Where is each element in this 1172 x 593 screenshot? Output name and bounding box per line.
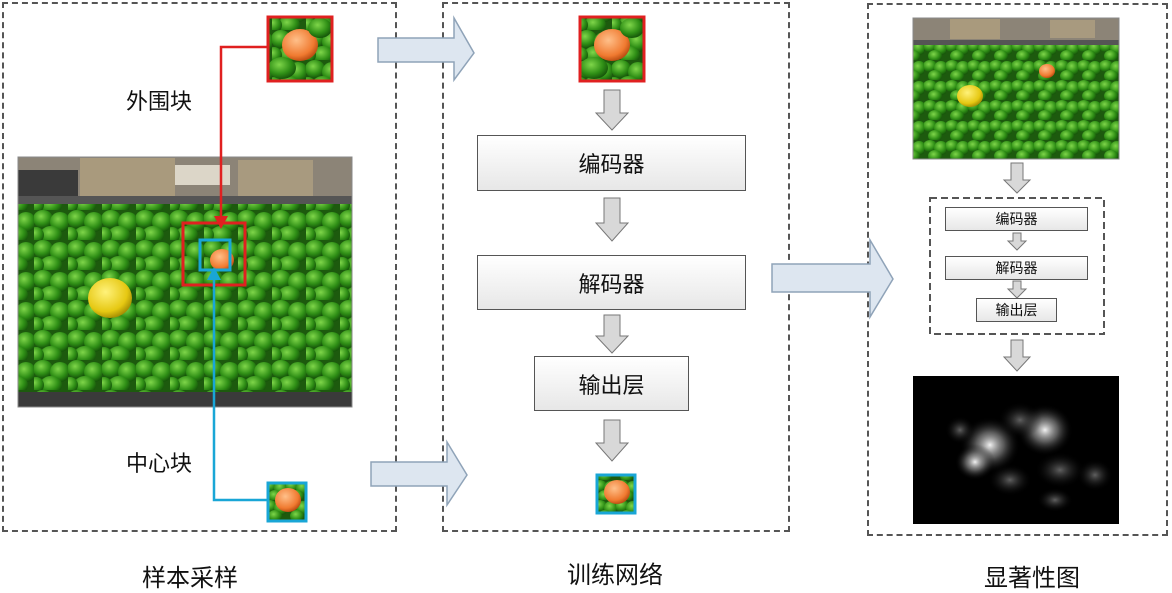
output-layer-block: 输出层: [534, 356, 689, 411]
sampling-caption: 样本采样: [142, 564, 238, 592]
encoder-label: 编码器: [578, 153, 645, 178]
decoder-block: 解码器: [477, 255, 746, 310]
saliency-input-photo: [913, 18, 1119, 159]
center-patch-label: 中心块: [126, 452, 193, 477]
encoder-block: 编码器: [477, 135, 746, 191]
training-down-arrows: [594, 89, 630, 462]
training-input-patch: [578, 15, 646, 83]
saliency-encoder-block: 编码器: [945, 207, 1088, 231]
center-patch-image: [266, 481, 308, 523]
arrow-to-training-top: [377, 15, 475, 83]
saliency-down-arrows: [1002, 162, 1032, 372]
arrow-to-training-bottom: [370, 439, 468, 508]
saliency-map: [913, 376, 1119, 524]
saliency-decoder-label: 解码器: [995, 261, 1038, 277]
training-caption: 训练网络: [567, 561, 663, 589]
sampling-panel: [2, 2, 397, 532]
saliency-network-box: [929, 197, 1105, 335]
saliency-encoder-label: 编码器: [995, 212, 1038, 228]
saliency-output-block: 输出层: [976, 298, 1057, 322]
decoder-label: 解码器: [578, 272, 645, 298]
arrow-to-saliency: [771, 237, 894, 320]
pepper-photo: [18, 157, 352, 407]
training-output-patch: [595, 473, 637, 515]
saliency-output-label: 输出层: [995, 303, 1038, 319]
outer-patch-image: [266, 15, 334, 83]
saliency-decoder-block: 解码器: [945, 256, 1088, 280]
output-layer-label: 输出层: [578, 373, 645, 399]
saliency-caption: 显著性图: [984, 564, 1080, 592]
outer-patch-label: 外围块: [126, 90, 193, 115]
